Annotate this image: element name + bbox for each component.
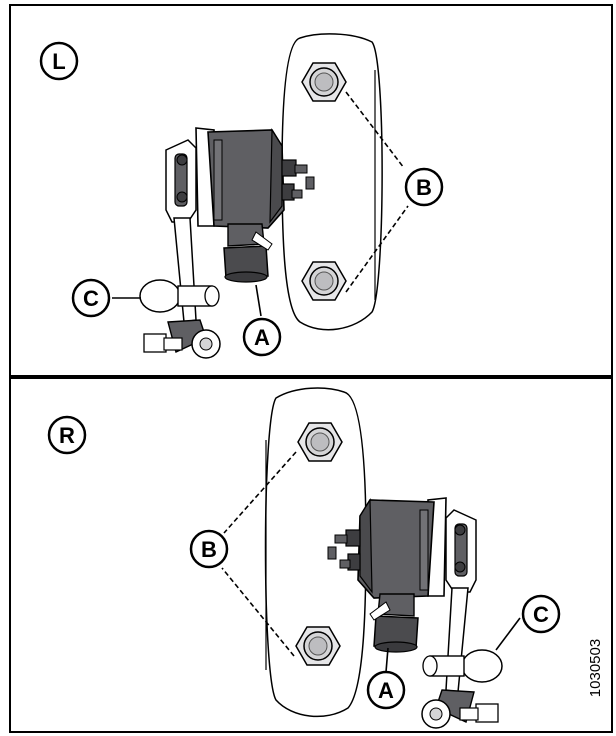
- leaders-left: [112, 91, 409, 317]
- side-label-right: R: [47, 415, 87, 455]
- callout-b-right: B: [189, 529, 229, 569]
- callout-a-right: A: [366, 670, 406, 710]
- svg-text:A: A: [254, 325, 270, 350]
- svg-text:A: A: [378, 678, 394, 703]
- side-label-left: L: [39, 41, 79, 81]
- callout-c-right: C: [521, 594, 561, 634]
- callout-a-left: A: [242, 317, 282, 357]
- svg-text:B: B: [416, 175, 432, 200]
- leaders-right: [221, 451, 521, 673]
- figure-number: 1030503: [587, 639, 604, 697]
- panel-left: L B C A: [9, 4, 613, 377]
- svg-text:C: C: [533, 602, 549, 627]
- panel-right: R B C A 1030503: [9, 377, 613, 733]
- callout-b-left: B: [404, 167, 444, 207]
- svg-text:C: C: [83, 286, 99, 311]
- svg-text:B: B: [201, 537, 217, 562]
- side-label-left-text: L: [52, 49, 65, 74]
- callout-c-left: C: [71, 278, 111, 318]
- side-label-right-text: R: [59, 423, 75, 448]
